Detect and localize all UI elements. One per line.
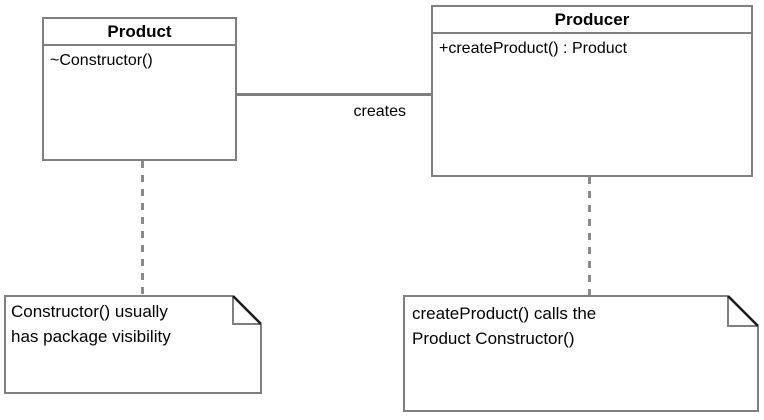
- note-anchor-line-product: [141, 161, 144, 295]
- class-method-product-constructor: ~Constructor(): [50, 52, 153, 69]
- class-box-product: Product ~Constructor(): [42, 17, 237, 161]
- note-text-product: Constructor() usually has package visibi…: [11, 299, 228, 349]
- note-anchor-line-producer: [588, 177, 591, 295]
- class-box-producer: Producer +createProduct() : Product: [431, 5, 753, 177]
- association-label: creates: [353, 103, 406, 120]
- class-name-producer: Producer: [433, 7, 751, 34]
- note-producer-createproduct: createProduct() calls the Product Constr…: [403, 295, 759, 412]
- note-text-line: Constructor() usually: [11, 302, 168, 321]
- class-method-producer-createproduct: +createProduct() : Product: [439, 40, 628, 57]
- association-line: [237, 93, 431, 96]
- class-name-product: Product: [44, 19, 235, 46]
- note-text-producer: createProduct() calls the Product Constr…: [412, 301, 725, 351]
- note-shape-icon: [4, 295, 262, 394]
- note-shape-icon: [403, 295, 759, 412]
- note-text-line: createProduct() calls the: [412, 304, 597, 323]
- note-product-constructor: Constructor() usually has package visibi…: [4, 295, 262, 394]
- note-text-line: Product Constructor(): [412, 329, 575, 348]
- note-text-line: has package visibility: [11, 327, 171, 346]
